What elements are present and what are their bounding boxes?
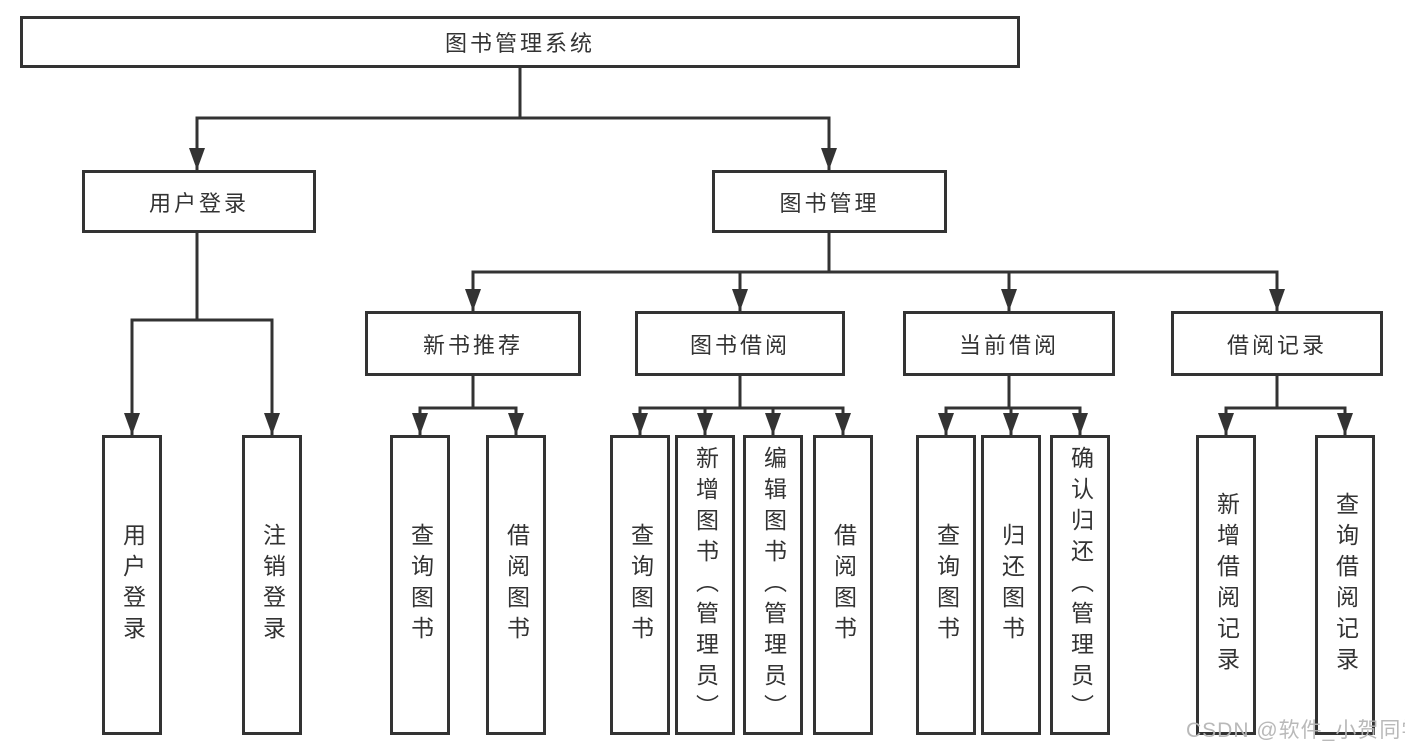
node-new-book-recommend: 新书推荐 — [365, 311, 581, 376]
node-book-borrowing: 图书借阅 — [635, 311, 845, 376]
node-book-borrowing-label: 图书借阅 — [689, 332, 790, 358]
leaf-logout: 注销登录 — [242, 435, 302, 735]
leaf-bb-add-books-admin-label: 新增图书（管理员） — [692, 445, 719, 725]
leaf-nb-borrow-books-label: 借阅图书 — [503, 523, 530, 647]
node-user-login-label: 用户登录 — [148, 190, 249, 216]
node-system-root: 图书管理系统 — [20, 16, 1020, 68]
leaf-cb-return-books: 归还图书 — [981, 435, 1041, 735]
leaf-br-add-record: 新增借阅记录 — [1196, 435, 1256, 735]
leaf-cb-confirm-return-admin-label: 确认归还（管理员） — [1067, 445, 1094, 725]
leaf-bb-add-books-admin: 新增图书（管理员） — [675, 435, 735, 735]
leaf-nb-query-books-label: 查询图书 — [407, 523, 434, 647]
leaf-nb-query-books: 查询图书 — [390, 435, 450, 735]
leaf-logout-label: 注销登录 — [259, 523, 286, 647]
leaf-bb-query-books-label: 查询图书 — [627, 523, 654, 647]
leaf-bb-query-books: 查询图书 — [610, 435, 670, 735]
node-borrowing-records: 借阅记录 — [1171, 311, 1383, 376]
node-borrowing-records-label: 借阅记录 — [1226, 332, 1327, 358]
node-book-management: 图书管理 — [712, 170, 947, 233]
leaf-cb-query-books: 查询图书 — [916, 435, 976, 735]
leaf-bb-edit-books-admin-label: 编辑图书（管理员） — [760, 445, 787, 725]
leaf-br-add-record-label: 新增借阅记录 — [1213, 492, 1240, 678]
leaf-bb-edit-books-admin: 编辑图书（管理员） — [743, 435, 803, 735]
leaf-user-login-label: 用户登录 — [119, 523, 146, 647]
node-current-borrowing: 当前借阅 — [903, 311, 1115, 376]
leaf-user-login: 用户登录 — [102, 435, 162, 735]
leaf-bb-borrow-books: 借阅图书 — [813, 435, 873, 735]
node-current-borrowing-label: 当前借阅 — [958, 332, 1059, 358]
node-book-management-label: 图书管理 — [779, 190, 880, 216]
leaf-cb-confirm-return-admin: 确认归还（管理员） — [1050, 435, 1110, 735]
leaf-br-query-record: 查询借阅记录 — [1315, 435, 1375, 735]
node-system-root-label: 图书管理系统 — [444, 31, 595, 56]
watermark: CSDN @软件_小贺同学 — [1186, 719, 1405, 742]
leaf-nb-borrow-books: 借阅图书 — [486, 435, 546, 735]
node-new-book-recommend-label: 新书推荐 — [422, 332, 523, 358]
leaf-cb-query-books-label: 查询图书 — [933, 523, 960, 647]
leaf-bb-borrow-books-label: 借阅图书 — [830, 523, 857, 647]
node-user-login: 用户登录 — [82, 170, 316, 233]
leaf-br-query-record-label: 查询借阅记录 — [1332, 492, 1359, 678]
leaf-cb-return-books-label: 归还图书 — [998, 523, 1025, 647]
